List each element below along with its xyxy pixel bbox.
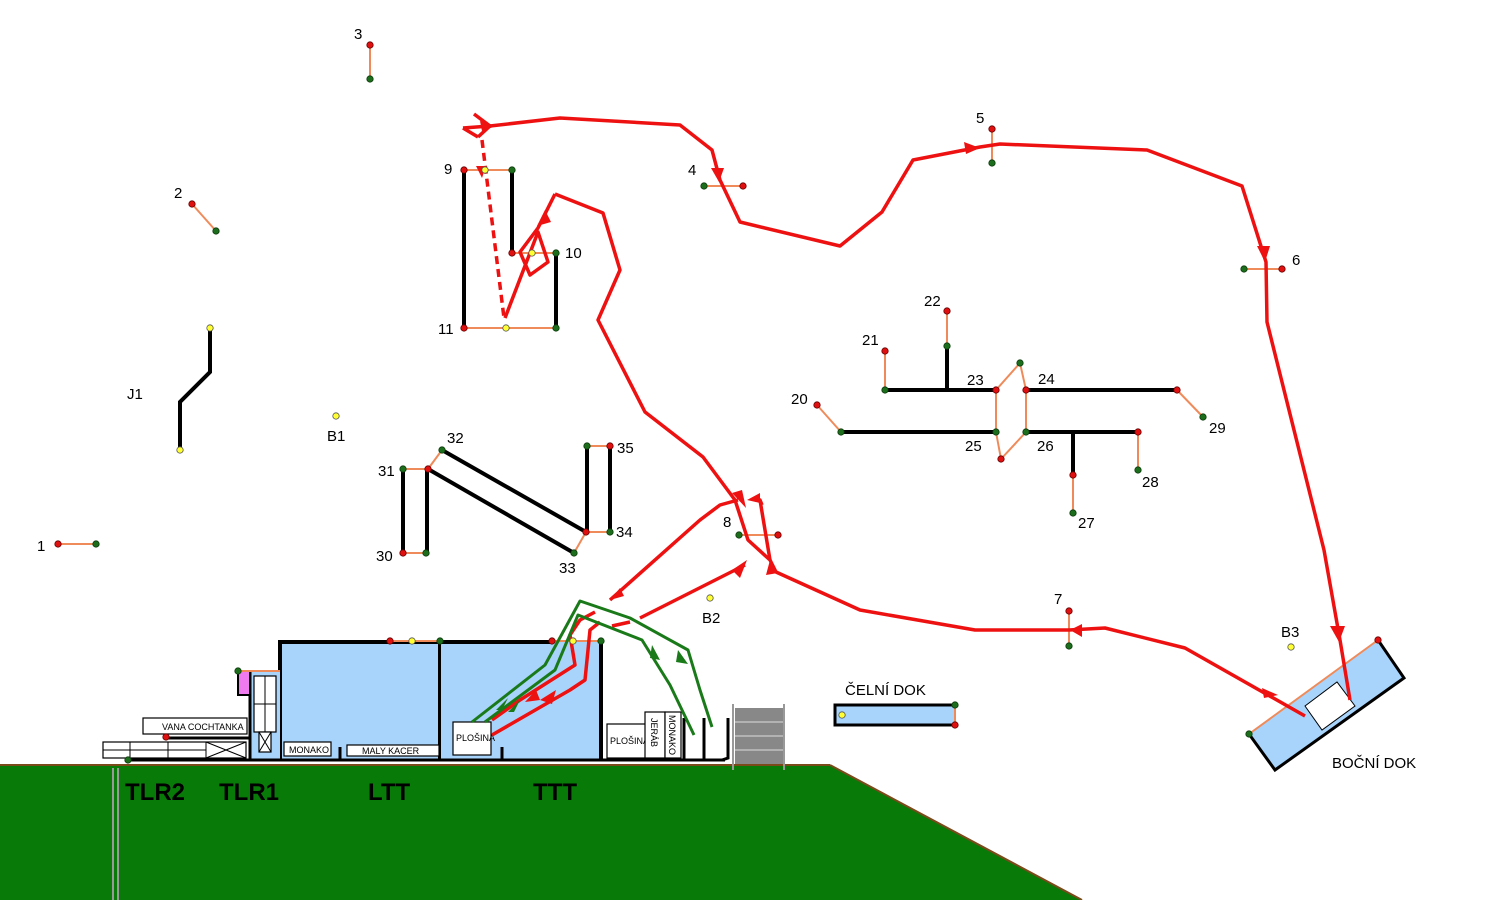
route-arrows xyxy=(476,121,1345,704)
dock-bocni-label: BOČNÍ DOK xyxy=(1332,755,1416,772)
basin-label-ltt: LTT xyxy=(368,779,411,806)
basin-ltt[interactable] xyxy=(278,640,442,760)
marker-label-10: 10 xyxy=(565,245,582,262)
marker-label-24: 24 xyxy=(1038,371,1055,388)
track-20-29[interactable] xyxy=(816,311,1204,513)
route-red xyxy=(462,112,1352,737)
route-green xyxy=(471,599,714,736)
svg-text:MALY KACER: MALY KACER xyxy=(362,746,420,756)
object-maly-kacer[interactable]: MALY KACER xyxy=(346,744,440,757)
svg-text:PLOŠINA: PLOŠINA xyxy=(456,733,495,743)
basin-label-ttt: TTT xyxy=(533,779,577,806)
marker-label-7: 7 xyxy=(1054,591,1062,608)
marker-label-26: 26 xyxy=(1037,438,1054,455)
dock-celni[interactable] xyxy=(833,703,956,727)
marker-label-32: 32 xyxy=(447,430,464,447)
basin-label-tlr1: TLR1 xyxy=(219,779,279,806)
marker-label-b3: B3 xyxy=(1281,624,1299,641)
marker-label-23: 23 xyxy=(967,372,984,389)
marker-label-25: 25 xyxy=(965,438,982,455)
svg-text:MONAKO: MONAKO xyxy=(289,745,329,755)
marker-label-9: 9 xyxy=(444,161,452,178)
object-monako-ltt[interactable]: MONAKO xyxy=(283,741,332,757)
basin-label-tlr2: TLR2 xyxy=(125,779,185,806)
marker-label-2: 2 xyxy=(174,185,182,202)
land xyxy=(0,764,1083,900)
object-monako-shore[interactable]: MONAKO xyxy=(664,711,682,759)
marker-label-4: 4 xyxy=(688,162,696,179)
marker-label-28: 28 xyxy=(1142,474,1159,491)
marker-label-11: 11 xyxy=(438,321,454,338)
node-dots xyxy=(54,41,1382,764)
marker-label-5: 5 xyxy=(976,110,984,127)
svg-text:PLOŠINA: PLOŠINA xyxy=(610,736,649,746)
dock-bocni[interactable] xyxy=(1247,639,1407,773)
marker-label-33: 33 xyxy=(559,560,576,577)
svg-text:MONAKO: MONAKO xyxy=(667,715,677,755)
object-tlr2-train[interactable] xyxy=(102,741,247,759)
object-plosina-ttt[interactable]: PLOŠINA xyxy=(452,721,495,756)
marker-label-27: 27 xyxy=(1078,515,1095,532)
marker-label-31: 31 xyxy=(378,463,395,480)
svg-text:JERÁB: JERÁB xyxy=(649,718,659,747)
marker-label-34: 34 xyxy=(616,524,633,541)
marker-label-35: 35 xyxy=(617,440,634,457)
magenta-tank[interactable] xyxy=(237,670,251,696)
track-30-35[interactable] xyxy=(401,445,612,555)
marker-label-3: 3 xyxy=(354,26,362,43)
track-j1[interactable] xyxy=(178,328,212,450)
marker-label-j1: J1 xyxy=(127,386,143,403)
basin-tlr1[interactable] xyxy=(248,670,280,760)
svg-text:VANA COCHTANKA: VANA COCHTANKA xyxy=(162,722,244,732)
marker-label-b2: B2 xyxy=(702,610,720,627)
object-plosina-shore[interactable]: PLOŠINA xyxy=(606,723,649,759)
marker-label-6: 6 xyxy=(1292,252,1300,269)
marker-label-30: 30 xyxy=(376,548,393,565)
marker-label-b1: B1 xyxy=(327,428,345,445)
marker-label-8: 8 xyxy=(723,514,731,531)
object-vana-cochtanka[interactable]: VANA COCHTANKA xyxy=(142,717,248,735)
marker-label-21: 21 xyxy=(862,332,879,349)
object-jerab[interactable]: JERÁB xyxy=(644,711,666,759)
marker-label-1: 1 xyxy=(37,538,45,555)
grating-structure xyxy=(732,704,785,770)
marker-label-29: 29 xyxy=(1209,420,1226,437)
dock-celni-label: ČELNÍ DOK xyxy=(845,682,926,699)
marker-label-22: 22 xyxy=(924,293,941,310)
marker-label-20: 20 xyxy=(791,391,808,408)
